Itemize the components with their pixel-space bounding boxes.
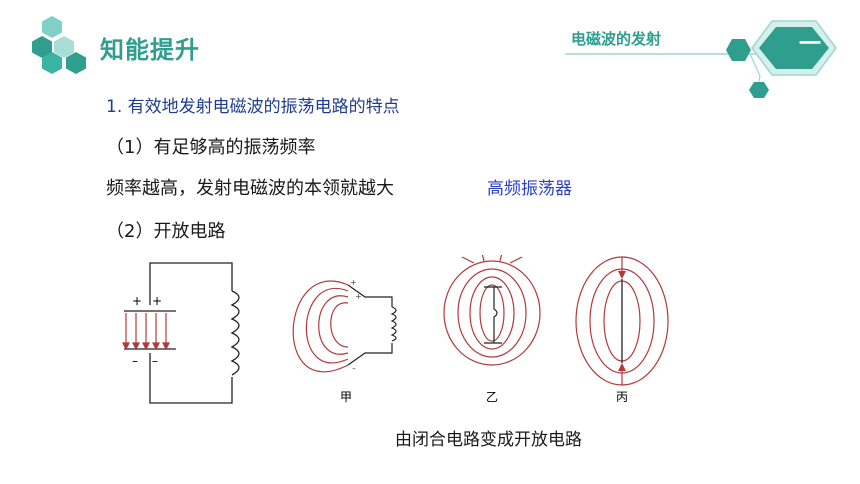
inductor-coil-icon [230,290,240,376]
svg-text:+: + [350,278,357,287]
figure-label-yi: 乙 [486,390,498,404]
hexagon-logo-icon [32,16,86,74]
capacitor-sign: – [132,354,138,368]
lc-circuit-diagram [124,262,240,404]
figure-bing-diagram [575,256,669,386]
point2-title: （2）开放电路 [106,221,226,242]
svg-text:–: – [352,364,356,373]
figure-label-jia: 甲 [340,390,352,404]
point1-title: （1）有足够高的振荡频率 [106,137,316,158]
figure-label-bing: 丙 [616,390,628,404]
chapter-decoration [565,20,837,98]
electric-field-arrows [122,313,170,351]
chapter-label: 电磁波的发射 [571,30,662,48]
point1-description: 频率越高，发射电磁波的本领就越大 [106,178,394,199]
capacitor-sign: – [152,354,158,368]
heading: 1. 有效地发射电磁波的振荡电路的特点 [106,97,400,117]
point1-note: 高频振荡器 [487,179,572,199]
figure-caption: 由闭合电路变成开放电路 [395,430,582,450]
figure-yi-diagram [443,255,541,366]
chapter-number: 一 [798,32,821,57]
capacitor-sign: + [152,294,162,308]
small-hexagon-icon [726,39,751,61]
section-title: 知能提升 [100,36,200,64]
figure-jia-diagram: + + – [292,278,397,373]
svg-text:+: + [355,292,362,301]
capacitor-sign: + [132,294,142,308]
circuit-figures: + + – – + + – 甲 [122,255,669,404]
small-hexagon-icon [749,82,769,98]
